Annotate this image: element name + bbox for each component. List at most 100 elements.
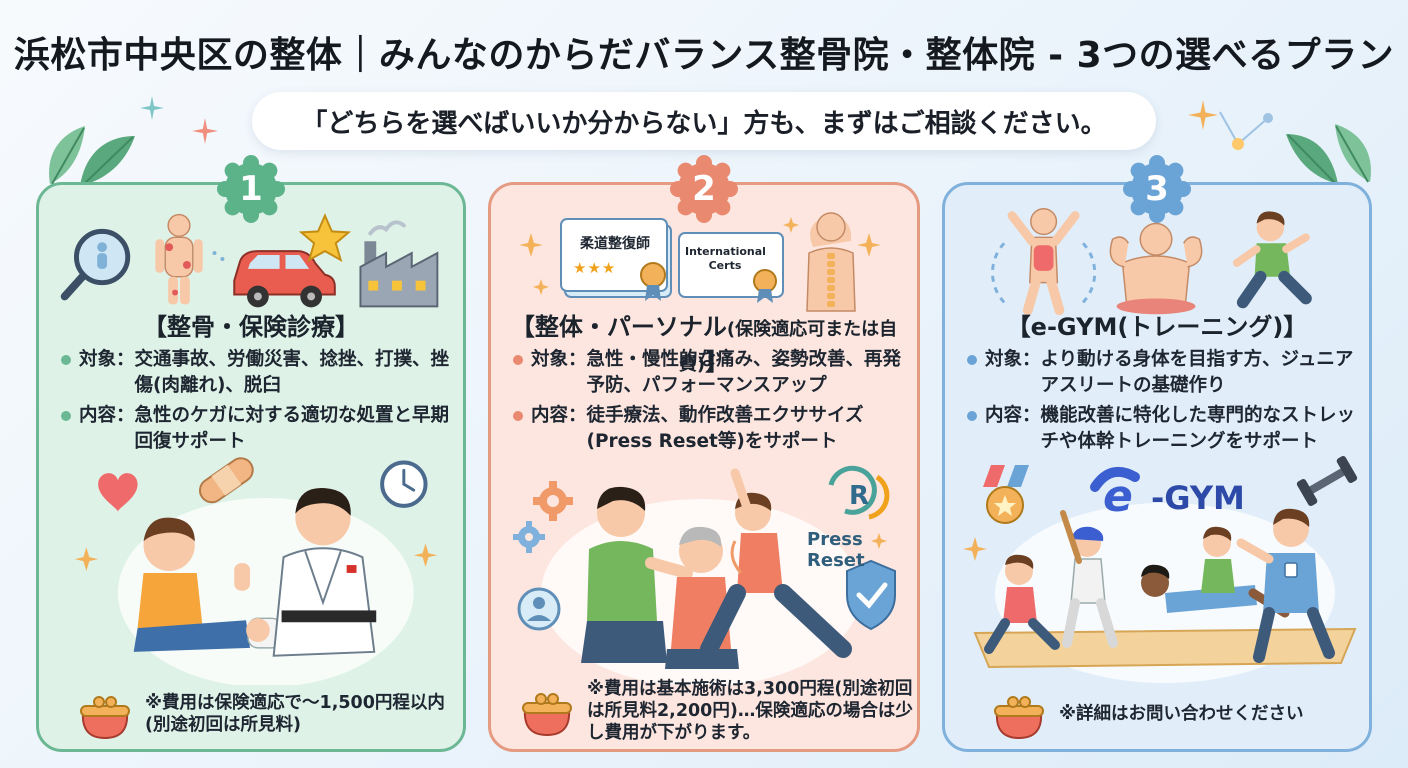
target-label: 対象：	[531, 349, 587, 370]
muscle-icon	[1109, 222, 1203, 315]
plan-number-badge: 2	[670, 155, 738, 223]
kid-baseball-figure	[1060, 510, 1118, 648]
plan-target: 対象： 交通事故、労働災害、捻挫、打撲、挫傷(肉離れ)、脱臼	[61, 347, 453, 399]
e-gym-logo-mark	[1090, 466, 1140, 492]
clock-icon	[380, 460, 428, 508]
plan-fee: ※費用は基本施術は3,300円程(別途初回は所見料2,200円)…保険適応の場合…	[517, 675, 913, 747]
sparkle-icon	[533, 279, 549, 295]
target-text: 交通事故、労働災害、捻挫、打撲、挫傷(肉離れ)、脱臼	[134, 349, 450, 396]
content-text: 急性のケガに対する適切な処置と早期回復サポート	[134, 405, 450, 452]
content-label: 内容：	[531, 405, 587, 426]
page-title: 浜松市中央区の整体｜みんなのからだバランス整骨院・整体院 - 3つの選べるプラン	[13, 35, 1395, 76]
bandage-icon	[198, 457, 254, 504]
plan-info: 対象： 急性・慢性的な痛み、姿勢改善、再発予防、パフォーマンスアップ 内容： 徒…	[513, 347, 905, 459]
injury-icons-illustration	[60, 213, 439, 308]
coach-figure	[1236, 508, 1335, 663]
plan-title-main: 【整体・パーソナル	[510, 313, 727, 341]
sparkle-icon	[857, 233, 881, 257]
cert-label-2-line2: Certs	[708, 259, 742, 272]
content-label: 内容：	[985, 405, 1041, 426]
target-text: より動ける身体を目指す方、ジュニアアスリートの基礎作り	[1040, 349, 1354, 396]
gear-icon	[533, 481, 573, 521]
sparkle-icon	[963, 537, 987, 561]
plan-number: 2	[692, 169, 716, 209]
target-label: 対象：	[985, 349, 1041, 370]
body-pain-icon	[155, 213, 225, 305]
cert-stars: ★★★	[573, 259, 617, 277]
kid-figure-1	[984, 554, 1060, 654]
bullet-dot	[967, 355, 977, 365]
e-gym-logo-e: e	[1103, 471, 1133, 522]
badge-flower-icon	[1123, 155, 1191, 223]
fee-note: ※費用は保険適応で～1,500円程以内(別途初回は所見料)	[145, 693, 445, 735]
personal-training-area: R Press Reset	[491, 453, 923, 685]
running-kid-icon	[1232, 211, 1312, 309]
personal-training-illustration	[513, 465, 896, 685]
trainer-figure	[581, 486, 693, 663]
sparkle-icon	[140, 96, 164, 120]
cert-label-2-line1: International	[685, 245, 766, 258]
press-reset-mark: R	[848, 481, 870, 511]
content-text: 徒手療法、動作改善エクササイズ(Press Reset等)をサポート	[586, 405, 864, 452]
gym-illustration	[963, 455, 1358, 683]
subtitle-pill: 「どちらを選べばいいか分からない」方も、まずはご相談ください。	[252, 92, 1156, 150]
certs-illustration: 柔道整復師 ★★★ International Certs	[491, 203, 923, 315]
plan-card-1: 1 【整骨・保険診療】	[36, 155, 466, 752]
shield-check-icon	[846, 559, 896, 631]
fee-note: ※詳細はお問い合わせください	[1059, 704, 1304, 724]
plan-card-3: 3 【e-GYM(トレーニング)】	[942, 155, 1375, 752]
purse-icon	[522, 693, 572, 737]
bullet-dot	[513, 411, 523, 421]
sparkle-icon	[871, 533, 887, 549]
subtitle-text: 「どちらを選べばいいか分からない」方も、まずはご相談ください。	[301, 108, 1107, 139]
plan-content: 内容： 徒手療法、動作改善エクササイズ(Press Reset等)をサポート	[513, 403, 905, 455]
stretch-person-icon	[991, 207, 1097, 315]
plan-fee: ※詳細はお問い合わせください	[989, 681, 1369, 747]
therapist-figure	[234, 488, 377, 657]
leaf-icon	[1286, 124, 1371, 185]
plan-card-2: 2 柔道整復師 ★★	[488, 155, 923, 752]
badge-flower-icon	[217, 155, 285, 223]
target-label: 対象：	[79, 349, 135, 370]
bullet-dot	[967, 411, 977, 421]
stretching-figure	[700, 468, 852, 658]
plan-number-badge: 3	[1123, 155, 1191, 223]
treatment-illustration	[74, 457, 438, 685]
plan-content: 内容： 機能改善に特化した専門的なストレッチや体幹トレーニングをサポート	[967, 403, 1359, 455]
press-reset-brand: Press Reset	[807, 529, 865, 571]
sparkle-icon	[519, 233, 543, 257]
star-icon	[298, 213, 352, 263]
target-text: 急性・慢性的な痛み、姿勢改善、再発予防、パフォーマンスアップ	[586, 349, 902, 396]
fee-note: ※費用は基本施術は3,300円程(別途初回は所見料2,200円)…保険適応の場合…	[587, 679, 913, 743]
sparkle-icon	[783, 217, 799, 233]
dumbbell-icon	[1296, 455, 1358, 507]
sparkle-icon	[74, 547, 99, 571]
sparkle-icon	[192, 118, 218, 144]
certs-background	[519, 212, 881, 312]
plan-title-small: (保険適応可または自費)	[678, 319, 898, 375]
car-icon	[233, 250, 336, 308]
sparkle-icon	[413, 543, 438, 568]
heart-icon	[98, 473, 138, 512]
press-reset-logo	[828, 465, 890, 520]
cert-label-1: 柔道整復師	[580, 236, 650, 252]
training-icons-illustration	[991, 207, 1312, 315]
content-text: 機能改善に特化した専門的なストレッチや体幹トレーニングをサポート	[1040, 405, 1356, 452]
spine-icon	[806, 212, 856, 312]
medal-icon	[983, 465, 1029, 524]
cert-label-2: International Certs	[685, 245, 766, 273]
leaf-icon	[49, 126, 135, 187]
magnifier-body-icon	[60, 228, 131, 301]
plan-title: 【整骨・保険診療】	[143, 313, 359, 341]
bullet-dot	[61, 355, 71, 365]
bullet-dot	[513, 355, 523, 365]
plan-number: 3	[1145, 169, 1169, 209]
plan-title: 【e-GYM(トレーニング)】	[1006, 313, 1308, 341]
bullet-dot	[61, 411, 71, 421]
plan-content: 内容： 急性のケガに対する適切な処置と早期回復サポート	[61, 403, 453, 455]
node-graph-icon	[1219, 111, 1273, 150]
gym-area: e -GYM	[945, 453, 1375, 685]
gear-icon	[513, 521, 545, 553]
plan-info: 対象： 交通事故、労働災害、捻挫、打撲、挫傷(肉離れ)、脱臼 内容： 急性のケガ…	[61, 347, 453, 459]
factory-icon	[359, 220, 439, 308]
